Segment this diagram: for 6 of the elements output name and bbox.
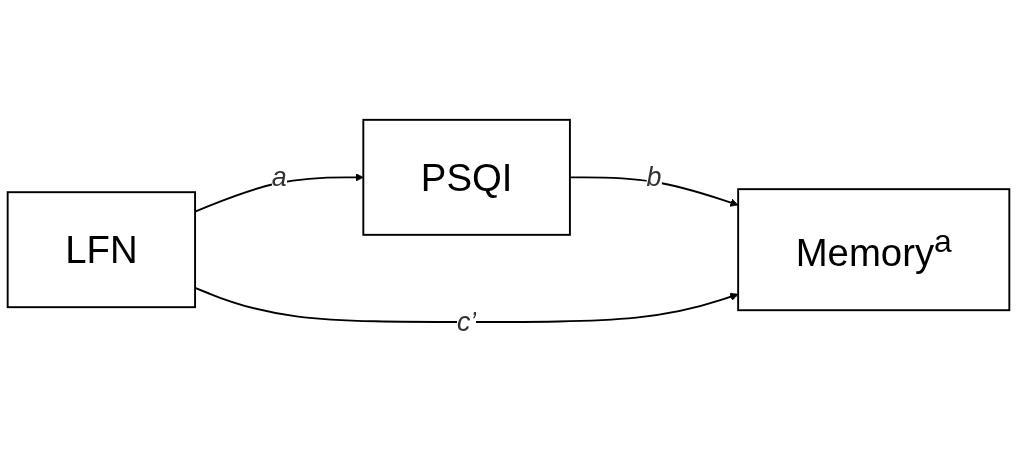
edge-label: c’ [456,306,477,336]
edge-label: b [646,161,662,192]
node-box: PSQI [362,118,571,236]
node-box: Memory$^{a}$ [737,187,1011,311]
node-box: LFN [6,190,197,308]
edge-label: a [271,161,287,192]
